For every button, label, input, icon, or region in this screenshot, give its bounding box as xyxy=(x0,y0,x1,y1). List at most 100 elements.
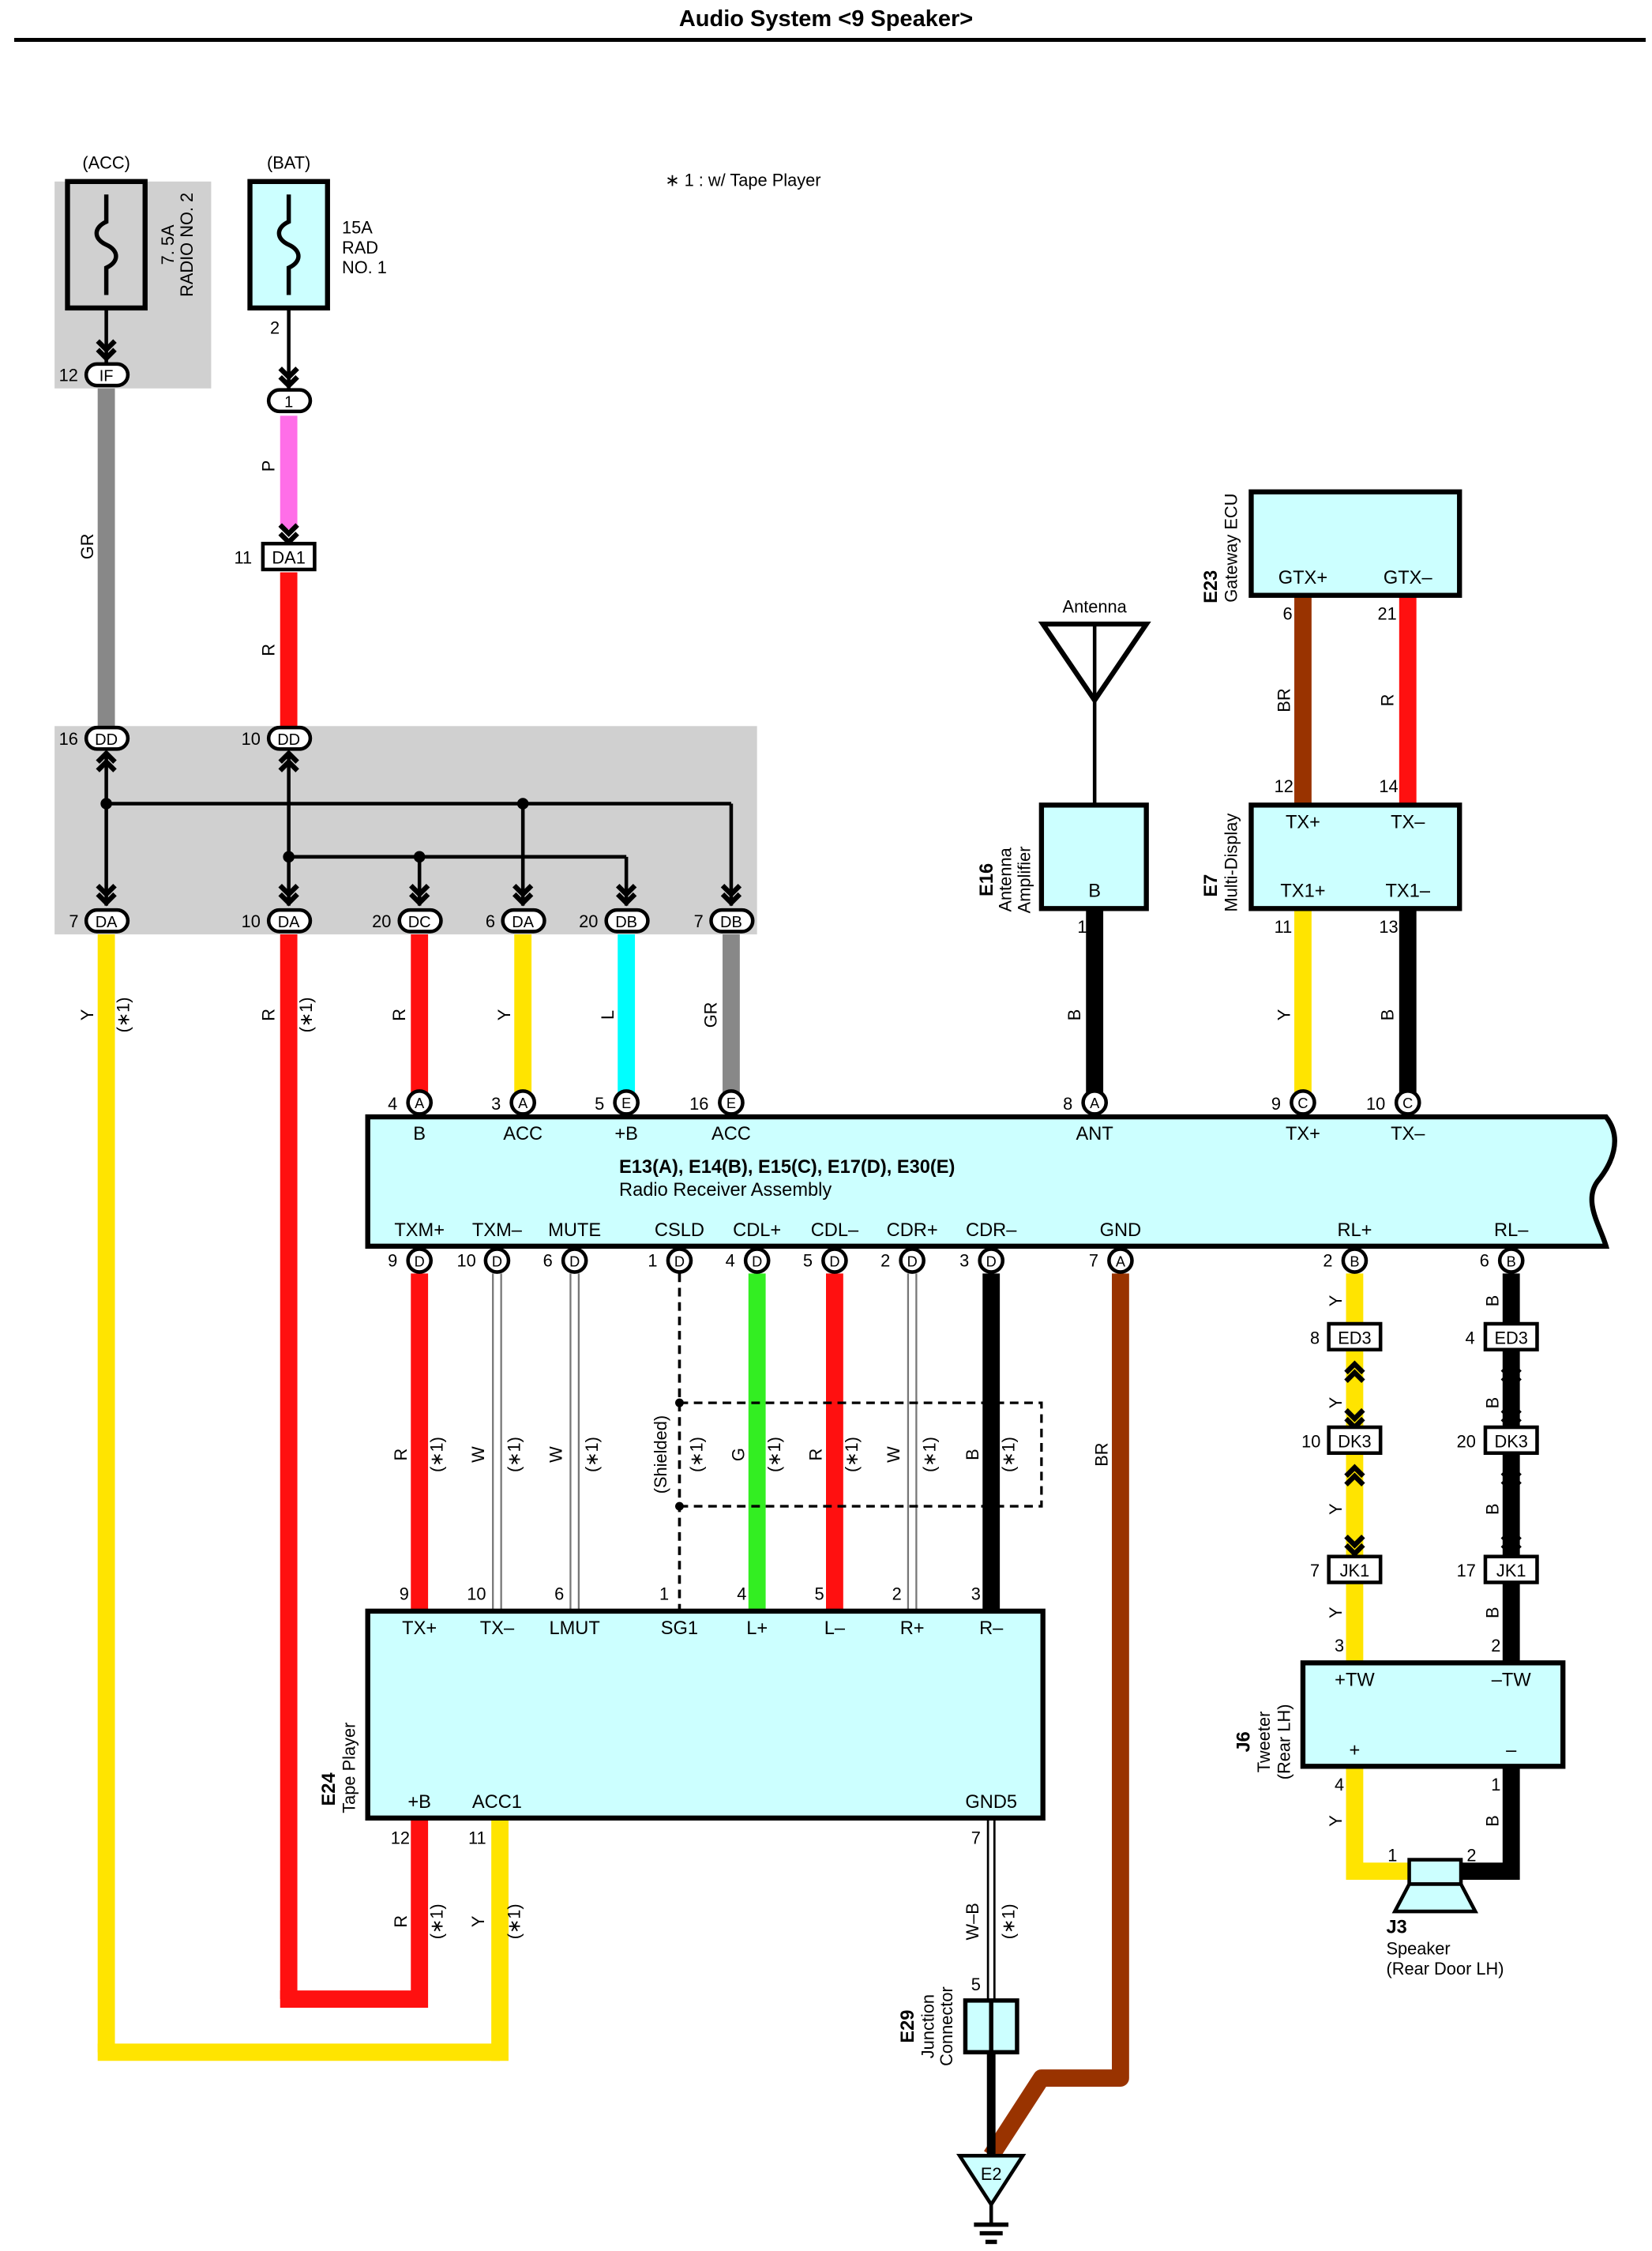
rl-wire-labels: Y B Y B Y B Y B Y B xyxy=(1326,1295,1502,1827)
tape-player: 9 10 6 1 4 5 2 3 TX+ TX– LMUT SG1 L+ L– … xyxy=(319,1584,1046,1848)
svg-text:7: 7 xyxy=(69,911,78,931)
svg-text:(Shielded): (Shielded) xyxy=(651,1415,670,1494)
antenna-amplifier: B E16 Antenna Amplifier 1 xyxy=(977,802,1149,937)
svg-text:R: R xyxy=(806,1449,826,1461)
svg-text:R–: R– xyxy=(979,1618,1004,1639)
svg-text:DA: DA xyxy=(278,914,300,931)
inline-connectors: 8 ED3 4 ED3 10 DK3 20 DK3 7 JK1 17 JK1 xyxy=(1301,1321,1539,1584)
svg-text:Amplifier: Amplifier xyxy=(1014,847,1034,914)
svg-text:D: D xyxy=(569,1253,580,1269)
svg-text:D: D xyxy=(907,1253,918,1269)
svg-text:J3: J3 xyxy=(1386,1917,1406,1937)
radio-receiver-assembly: E13(A), E14(B), E15(C), E17(D), E30(E) R… xyxy=(365,1114,1617,1249)
svg-text:GND: GND xyxy=(1100,1220,1142,1241)
fuse-icon xyxy=(276,194,301,295)
fuse-radio-no2: (ACC) 7. 5A RADIO NO. 2 xyxy=(65,152,197,367)
fuse-acc-rating: 7. 5A xyxy=(158,224,178,265)
svg-text:(∗1): (∗1) xyxy=(582,1437,602,1472)
svg-text:TX1–: TX1– xyxy=(1386,881,1431,902)
wire-label: R xyxy=(1378,694,1398,707)
svg-text:TX–: TX– xyxy=(1391,812,1425,832)
title-rule xyxy=(14,38,1646,42)
svg-text:12: 12 xyxy=(391,1828,410,1848)
svg-text:16: 16 xyxy=(59,729,78,749)
svg-text:7: 7 xyxy=(694,911,704,931)
ground-icon xyxy=(956,2154,1027,2208)
multi-display: 12 14 TX+ TX– TX1+ TX1– E7 Multi-Display… xyxy=(1201,776,1462,937)
svg-text:E23: E23 xyxy=(1201,570,1222,603)
connector-db-20: 20 DB xyxy=(579,908,650,934)
svg-text:4: 4 xyxy=(737,1584,746,1603)
svg-text:2: 2 xyxy=(892,1584,902,1603)
svg-text:Junction: Junction xyxy=(918,1994,937,2058)
svg-text:1: 1 xyxy=(659,1584,669,1603)
svg-text:DC: DC xyxy=(408,914,431,931)
svg-text:C: C xyxy=(1297,1095,1308,1111)
junction-connector-e29: 5 E29 Junction Connector xyxy=(898,1975,1019,2066)
svg-text:DK3: DK3 xyxy=(1495,1431,1528,1451)
svg-text:9: 9 xyxy=(388,1250,397,1270)
svg-text:7: 7 xyxy=(1310,1561,1320,1580)
svg-text:12: 12 xyxy=(1275,776,1293,796)
svg-text:RL+: RL+ xyxy=(1337,1220,1372,1241)
svg-text:16: 16 xyxy=(689,1094,708,1114)
svg-text:+B: +B xyxy=(614,1124,638,1144)
svg-text:5: 5 xyxy=(595,1094,604,1114)
svg-text:6: 6 xyxy=(1480,1250,1489,1270)
svg-text:A: A xyxy=(415,1095,425,1111)
svg-text:CDL+: CDL+ xyxy=(733,1220,781,1241)
svg-text:ED3: ED3 xyxy=(1338,1328,1371,1348)
svg-text:(∗1): (∗1) xyxy=(687,1437,707,1472)
connector-da-7: 7 DA xyxy=(69,908,130,934)
svg-text:9: 9 xyxy=(400,1584,409,1603)
wire-label: W–B xyxy=(963,1903,982,1940)
svg-text:DA: DA xyxy=(96,914,118,931)
svg-text:B: B xyxy=(1482,1397,1502,1409)
svg-text:Tweeter: Tweeter xyxy=(1254,1712,1274,1773)
svg-text:ED3: ED3 xyxy=(1495,1328,1528,1348)
star-note: (∗1) xyxy=(114,997,133,1032)
svg-text:6: 6 xyxy=(486,911,495,931)
fuse-box-background xyxy=(54,181,212,389)
junction-block-background xyxy=(54,726,757,935)
wire-label: Y xyxy=(494,1009,514,1020)
svg-text:W: W xyxy=(546,1446,565,1463)
svg-text:(∗1): (∗1) xyxy=(505,1437,524,1472)
radio-name: Radio Receiver Assembly xyxy=(619,1180,832,1201)
svg-text:BR: BR xyxy=(1092,1442,1112,1466)
wire-b-speaker xyxy=(1451,1766,1520,1881)
svg-text:10: 10 xyxy=(1301,1431,1320,1451)
wire-label: Y xyxy=(1275,1009,1294,1020)
middle-wire-labels: R (∗1) W (∗1) W (∗1) (Shielded) (∗1) G (… xyxy=(391,1415,1112,1494)
svg-text:(Rear Door LH): (Rear Door LH) xyxy=(1386,1959,1504,1979)
svg-text:CDR–: CDR– xyxy=(966,1220,1017,1241)
connector-dc-20: 20 DC xyxy=(372,908,443,934)
wire-label: L xyxy=(598,1010,618,1020)
svg-text:3: 3 xyxy=(1335,1636,1344,1655)
svg-text:1: 1 xyxy=(1077,917,1087,937)
svg-text:E7: E7 xyxy=(1201,874,1222,897)
svg-text:DA1: DA1 xyxy=(272,548,305,568)
svg-text:17: 17 xyxy=(1457,1561,1476,1580)
svg-text:4: 4 xyxy=(388,1094,397,1114)
svg-text:E: E xyxy=(621,1095,631,1111)
footnote: ∗ 1 : w/ Tape Player xyxy=(665,170,820,190)
connector-1: 1 xyxy=(266,388,313,414)
svg-text:9: 9 xyxy=(1271,1094,1281,1114)
svg-text:W: W xyxy=(884,1446,903,1463)
svg-text:TX+: TX+ xyxy=(1286,812,1320,832)
svg-text:2: 2 xyxy=(1491,1636,1500,1655)
svg-text:6: 6 xyxy=(543,1250,553,1270)
svg-text:8: 8 xyxy=(1063,1094,1072,1114)
svg-text:(Rear LH): (Rear LH) xyxy=(1275,1704,1294,1780)
wire-label: B xyxy=(1064,1009,1084,1021)
star-note: (∗1) xyxy=(505,1903,524,1939)
diagram-title: Audio System <9 Speaker> xyxy=(678,6,974,32)
svg-text:(∗1): (∗1) xyxy=(919,1437,939,1472)
svg-text:(∗1): (∗1) xyxy=(426,1437,446,1472)
speaker-rear-door-lh: 1 2 J3 Speaker (Rear Door LH) xyxy=(1386,1845,1504,1979)
wire-label: B xyxy=(1378,1009,1398,1021)
shield-box xyxy=(674,1398,1043,1511)
ground-e2: E2 xyxy=(956,2154,1027,2245)
svg-text:12: 12 xyxy=(59,366,78,385)
